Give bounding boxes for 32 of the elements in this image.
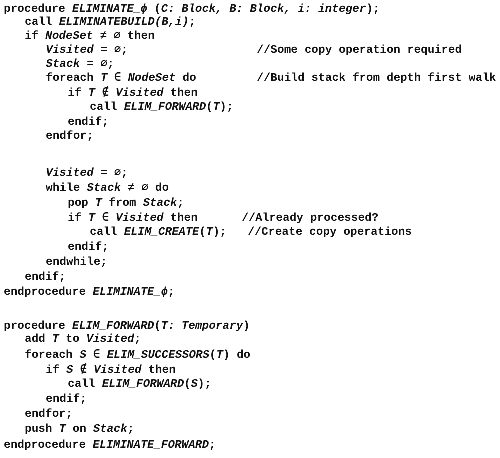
code-line: procedure ELIMINATE_ϕ (C: Block, B: Block, i: integer); [4, 3, 380, 16]
code-line: call ELIM_CREATE(T); [90, 226, 227, 240]
code-comment: //Build stack from depth first walk [257, 72, 496, 86]
code-line: endwhile; [46, 256, 108, 270]
code-line: endif; [68, 116, 110, 130]
code-line: endfor; [46, 130, 94, 144]
code-line: endfor; [25, 408, 73, 422]
code-line: endif; [46, 393, 88, 407]
code-line: add T to Visited; [25, 333, 142, 347]
code-line: if NodeSet ≠ ∅ then [25, 30, 155, 44]
code-line: endif; [68, 241, 110, 255]
code-line: Stack = ∅; [46, 58, 114, 72]
code-line: call ELIMINATEBUILD(B,i); [25, 16, 196, 30]
code-line: Visited = ∅; [46, 44, 128, 58]
code-line: if S ∉ Visited then [46, 364, 176, 378]
code-comment: //Create copy operations [248, 226, 412, 240]
code-line: call ELIM_FORWARD(T); [90, 101, 234, 115]
code-line: if T ∉ Visited then [68, 87, 198, 101]
code-line: Visited = ∅; [46, 167, 128, 181]
code-line: endprocedure ELIMINATE_FORWARD; [4, 439, 216, 453]
code-line: endprocedure ELIMINATE_ϕ; [4, 286, 175, 300]
code-line: foreach S ∈ ELIM_SUCCESSORS(T) do [25, 349, 251, 363]
code-comment: //Already processed? [242, 212, 379, 226]
code-line: procedure ELIM_FORWARD(T: Temporary) [4, 320, 250, 334]
code-comment: //Some copy operation required [257, 44, 462, 58]
code-line: while Stack ≠ ∅ do [46, 182, 170, 196]
code-line: foreach T ∈ NodeSet do [46, 72, 196, 86]
code-line: call ELIM_FORWARD(S); [68, 378, 212, 392]
code-line: pop T from Stack; [68, 197, 184, 211]
code-line: endif; [25, 271, 66, 285]
code-line: push T on Stack; [25, 423, 134, 437]
code-line: if T ∈ Visited then [68, 212, 198, 226]
